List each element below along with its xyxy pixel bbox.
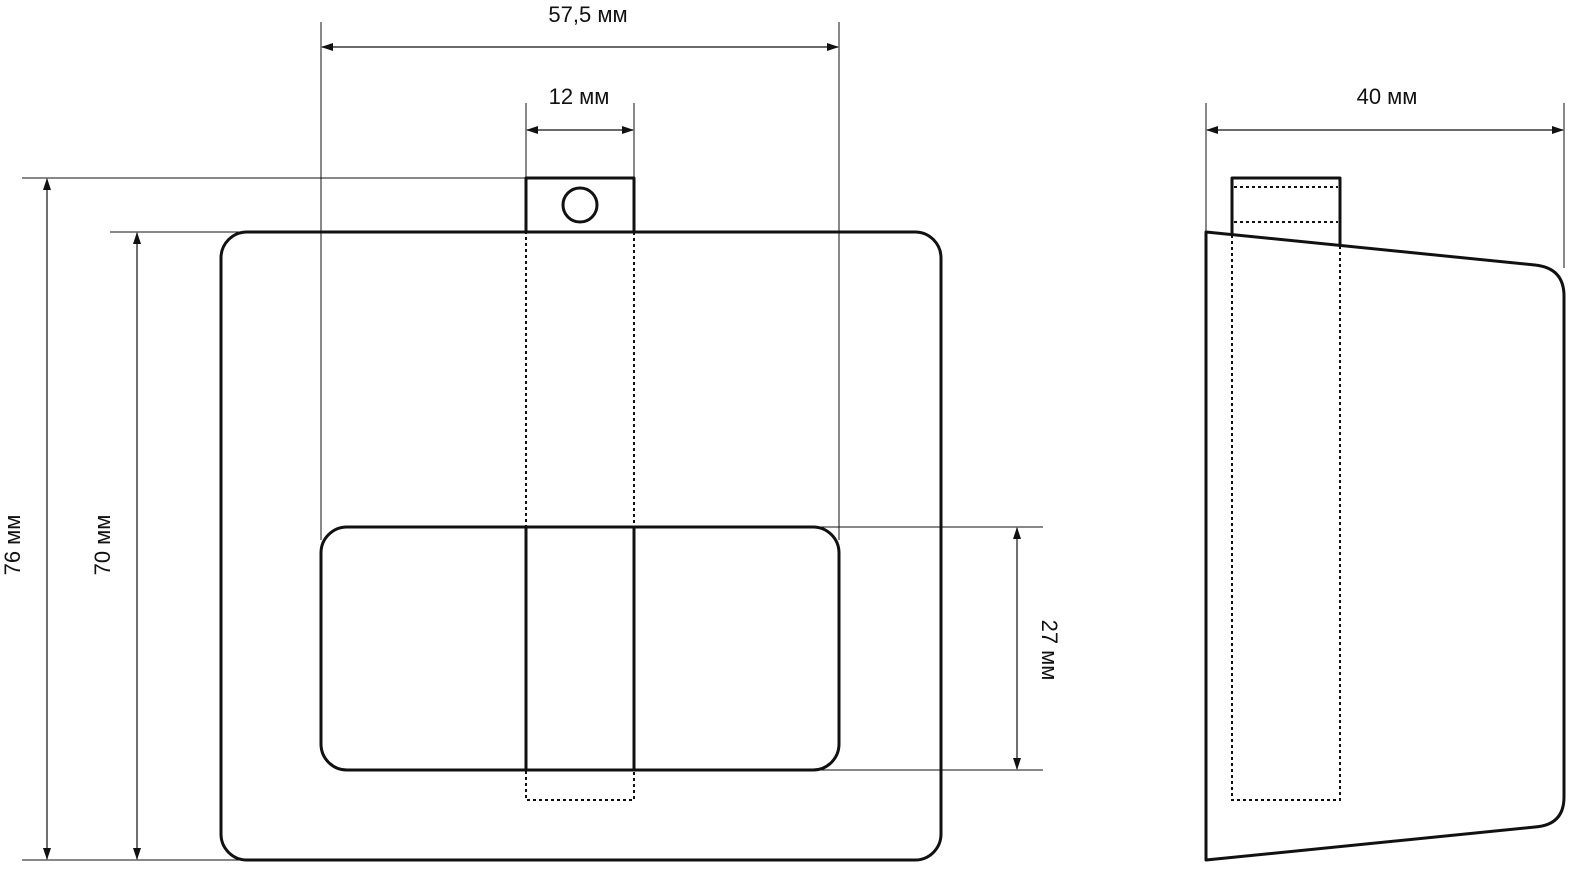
side-mount-outline	[1230, 176, 1342, 244]
side-view	[1204, 176, 1566, 862]
front-body-outline	[219, 230, 943, 862]
side-hidden-strap	[1231, 235, 1341, 801]
dim-label-total-height: 76 мм	[0, 515, 25, 576]
dim-label-side-depth: 40 мм	[1357, 84, 1418, 109]
mounting-tab	[524, 176, 636, 234]
dim-label-body-height: 70 мм	[90, 515, 115, 576]
side-body-outline	[1204, 230, 1566, 862]
front-view	[219, 176, 943, 862]
mounting-hole	[561, 186, 599, 224]
push-button-outline	[319, 525, 841, 772]
front-dimensions: 57,5 мм 12 мм 76 мм 70 мм 27 мм	[0, 2, 1062, 861]
dim-label-bracket-width: 12 мм	[549, 84, 610, 109]
side-dimensions: 40 мм	[1205, 84, 1565, 268]
dim-label-button-height: 27 мм	[1037, 620, 1062, 681]
dim-label-total-width: 57,5 мм	[548, 2, 627, 27]
hidden-strap	[525, 231, 635, 801]
